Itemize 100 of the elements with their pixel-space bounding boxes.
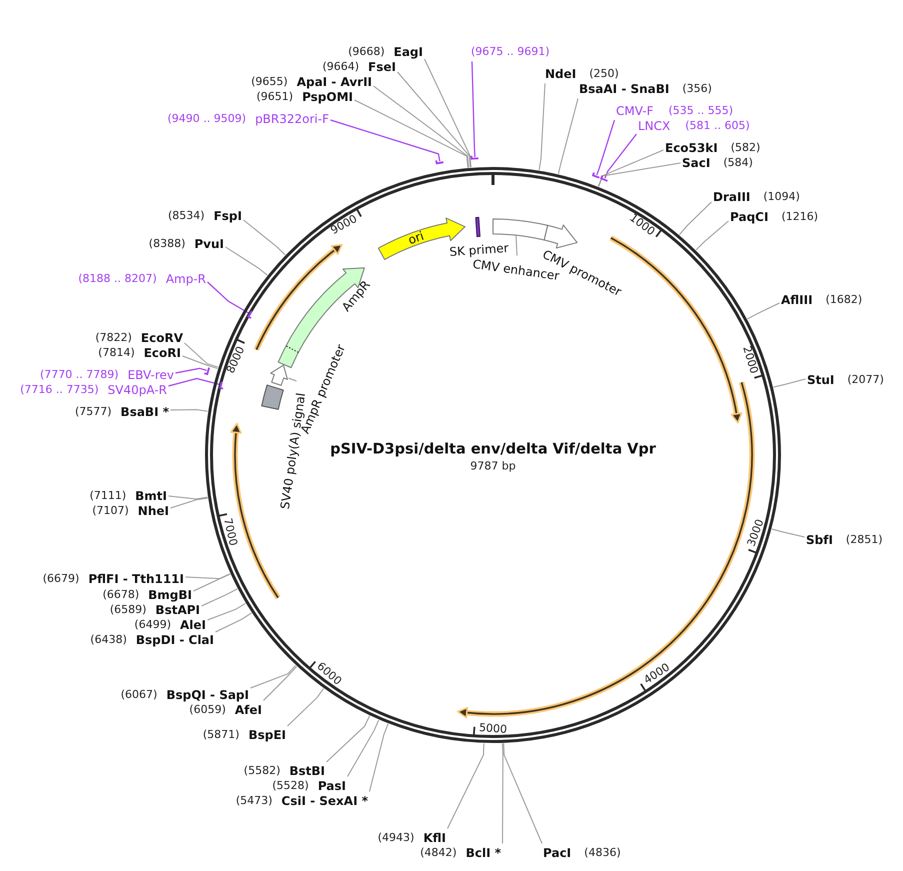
tick-label: 2000 — [740, 344, 760, 375]
enzyme-name: FspI — [214, 208, 242, 224]
cut-position: (6678) — [102, 587, 140, 603]
leader-line — [447, 742, 484, 829]
cut-position: (9651) — [256, 89, 294, 105]
enzyme-name: BmgBI — [148, 587, 192, 603]
tick-label: 8000 — [224, 344, 248, 375]
feature-block — [270, 364, 288, 386]
enzyme-name: CsiI - SexAI * — [281, 793, 368, 809]
leader-line — [424, 58, 472, 168]
enzyme-name: PacI — [543, 845, 572, 861]
enzyme-name: BspDI - ClaI — [136, 632, 214, 648]
feature-label: ori — [406, 228, 426, 248]
primer-mark — [435, 160, 444, 164]
enzyme-name: PaqCI — [730, 209, 768, 225]
leader-line — [598, 162, 681, 188]
leader-line — [170, 409, 208, 412]
enzyme-name: ApaI - AvrII — [296, 74, 372, 90]
leader-line — [207, 602, 246, 620]
enzyme-name: BspQI - SapI — [166, 687, 249, 703]
primer-range: (7716 .. 7735) — [20, 382, 99, 398]
cut-position: (6589) — [110, 602, 146, 618]
leader-line — [596, 120, 616, 176]
leader-line — [678, 202, 712, 236]
cut-position: (7814) — [98, 345, 135, 361]
enzyme-name: PasI — [318, 778, 346, 794]
leader-line — [201, 588, 238, 606]
cut-position: (9668) — [348, 44, 385, 60]
leader-line — [175, 368, 207, 374]
leader-line — [502, 742, 504, 844]
leader-line — [288, 378, 297, 382]
enzyme-name: BsaBI * — [120, 404, 169, 420]
primer-name: LNCX — [638, 118, 670, 134]
tick-label: 7000 — [221, 517, 240, 548]
cut-position: (1682) — [826, 292, 862, 308]
cut-position: (5473) — [236, 793, 272, 809]
cut-position: (4836) — [584, 845, 621, 861]
leader-line — [263, 666, 298, 701]
cut-position: (1216) — [781, 209, 818, 225]
cut-position: (582) — [730, 140, 760, 156]
primer-range: (9490 .. 9509) — [168, 111, 246, 127]
primer-range: (7770 .. 7789) — [40, 367, 119, 383]
cut-position: (7822) — [95, 330, 132, 346]
leader-line — [503, 742, 542, 844]
leader-line — [369, 723, 389, 792]
leader-line — [170, 498, 208, 508]
cut-position: (5871) — [202, 727, 240, 743]
cut-position: (7107) — [92, 503, 129, 519]
cut-position: (4842) — [420, 845, 457, 861]
primer-range: (8188 .. 8207) — [78, 271, 157, 287]
leader-line — [215, 612, 252, 632]
leader-line — [168, 496, 208, 500]
cut-position: (4943) — [378, 830, 414, 846]
leader-line — [516, 235, 518, 256]
leader-line — [185, 573, 231, 580]
enzyme-name: AfeI — [234, 702, 262, 718]
leader-line — [330, 119, 440, 162]
enzyme-name: PvuI — [194, 236, 224, 252]
leader-line — [207, 282, 250, 314]
primer-mark — [248, 310, 252, 319]
leader-line — [287, 688, 324, 726]
leader-line — [604, 134, 637, 178]
primer-name: EBV-rev — [128, 367, 174, 383]
leader-line — [182, 356, 218, 370]
leader-line — [243, 220, 286, 256]
cut-position: (250) — [589, 66, 619, 82]
cut-position: (1094) — [763, 189, 800, 205]
primer-range: (9675 .. 9691) — [471, 44, 550, 60]
enzyme-name: BclI * — [466, 845, 501, 861]
cut-position: (8534) — [168, 208, 205, 224]
feature-box — [492, 218, 548, 241]
leader-line — [598, 150, 664, 187]
enzyme-name: BspEI — [248, 727, 286, 743]
leader-line — [746, 302, 780, 320]
leader-line — [558, 98, 578, 174]
enzyme-name: PflFI - Tth111I — [88, 571, 184, 587]
enzyme-name: Eco53kI — [665, 140, 718, 156]
cut-position: (6438) — [90, 632, 127, 648]
leader-line — [184, 342, 219, 368]
tick-label: 3000 — [745, 517, 766, 548]
leader-line — [397, 72, 471, 168]
plasmid-length: 9787 bp — [470, 460, 516, 472]
enzyme-name: KflI — [423, 830, 446, 846]
leader-line — [326, 715, 370, 762]
primer-mark — [470, 156, 478, 160]
leader-line — [471, 61, 476, 158]
enzyme-name: SacI — [682, 155, 710, 171]
primer-mark — [219, 381, 224, 390]
cut-position: (7111) — [90, 488, 126, 504]
leader-line — [696, 220, 729, 251]
enzyme-name: EcoRV — [140, 330, 183, 346]
primer-name: SV40pA-R — [108, 382, 167, 398]
cut-position: (584) — [723, 155, 753, 171]
enzyme-name: BstBI — [289, 763, 325, 779]
leader-line — [347, 719, 380, 777]
cut-position: (7577) — [74, 404, 112, 420]
enzyme-name: DraIII — [713, 189, 750, 205]
cut-position: (5582) — [244, 763, 280, 779]
leader-line — [373, 86, 470, 168]
cut-position: (2851) — [846, 532, 882, 548]
